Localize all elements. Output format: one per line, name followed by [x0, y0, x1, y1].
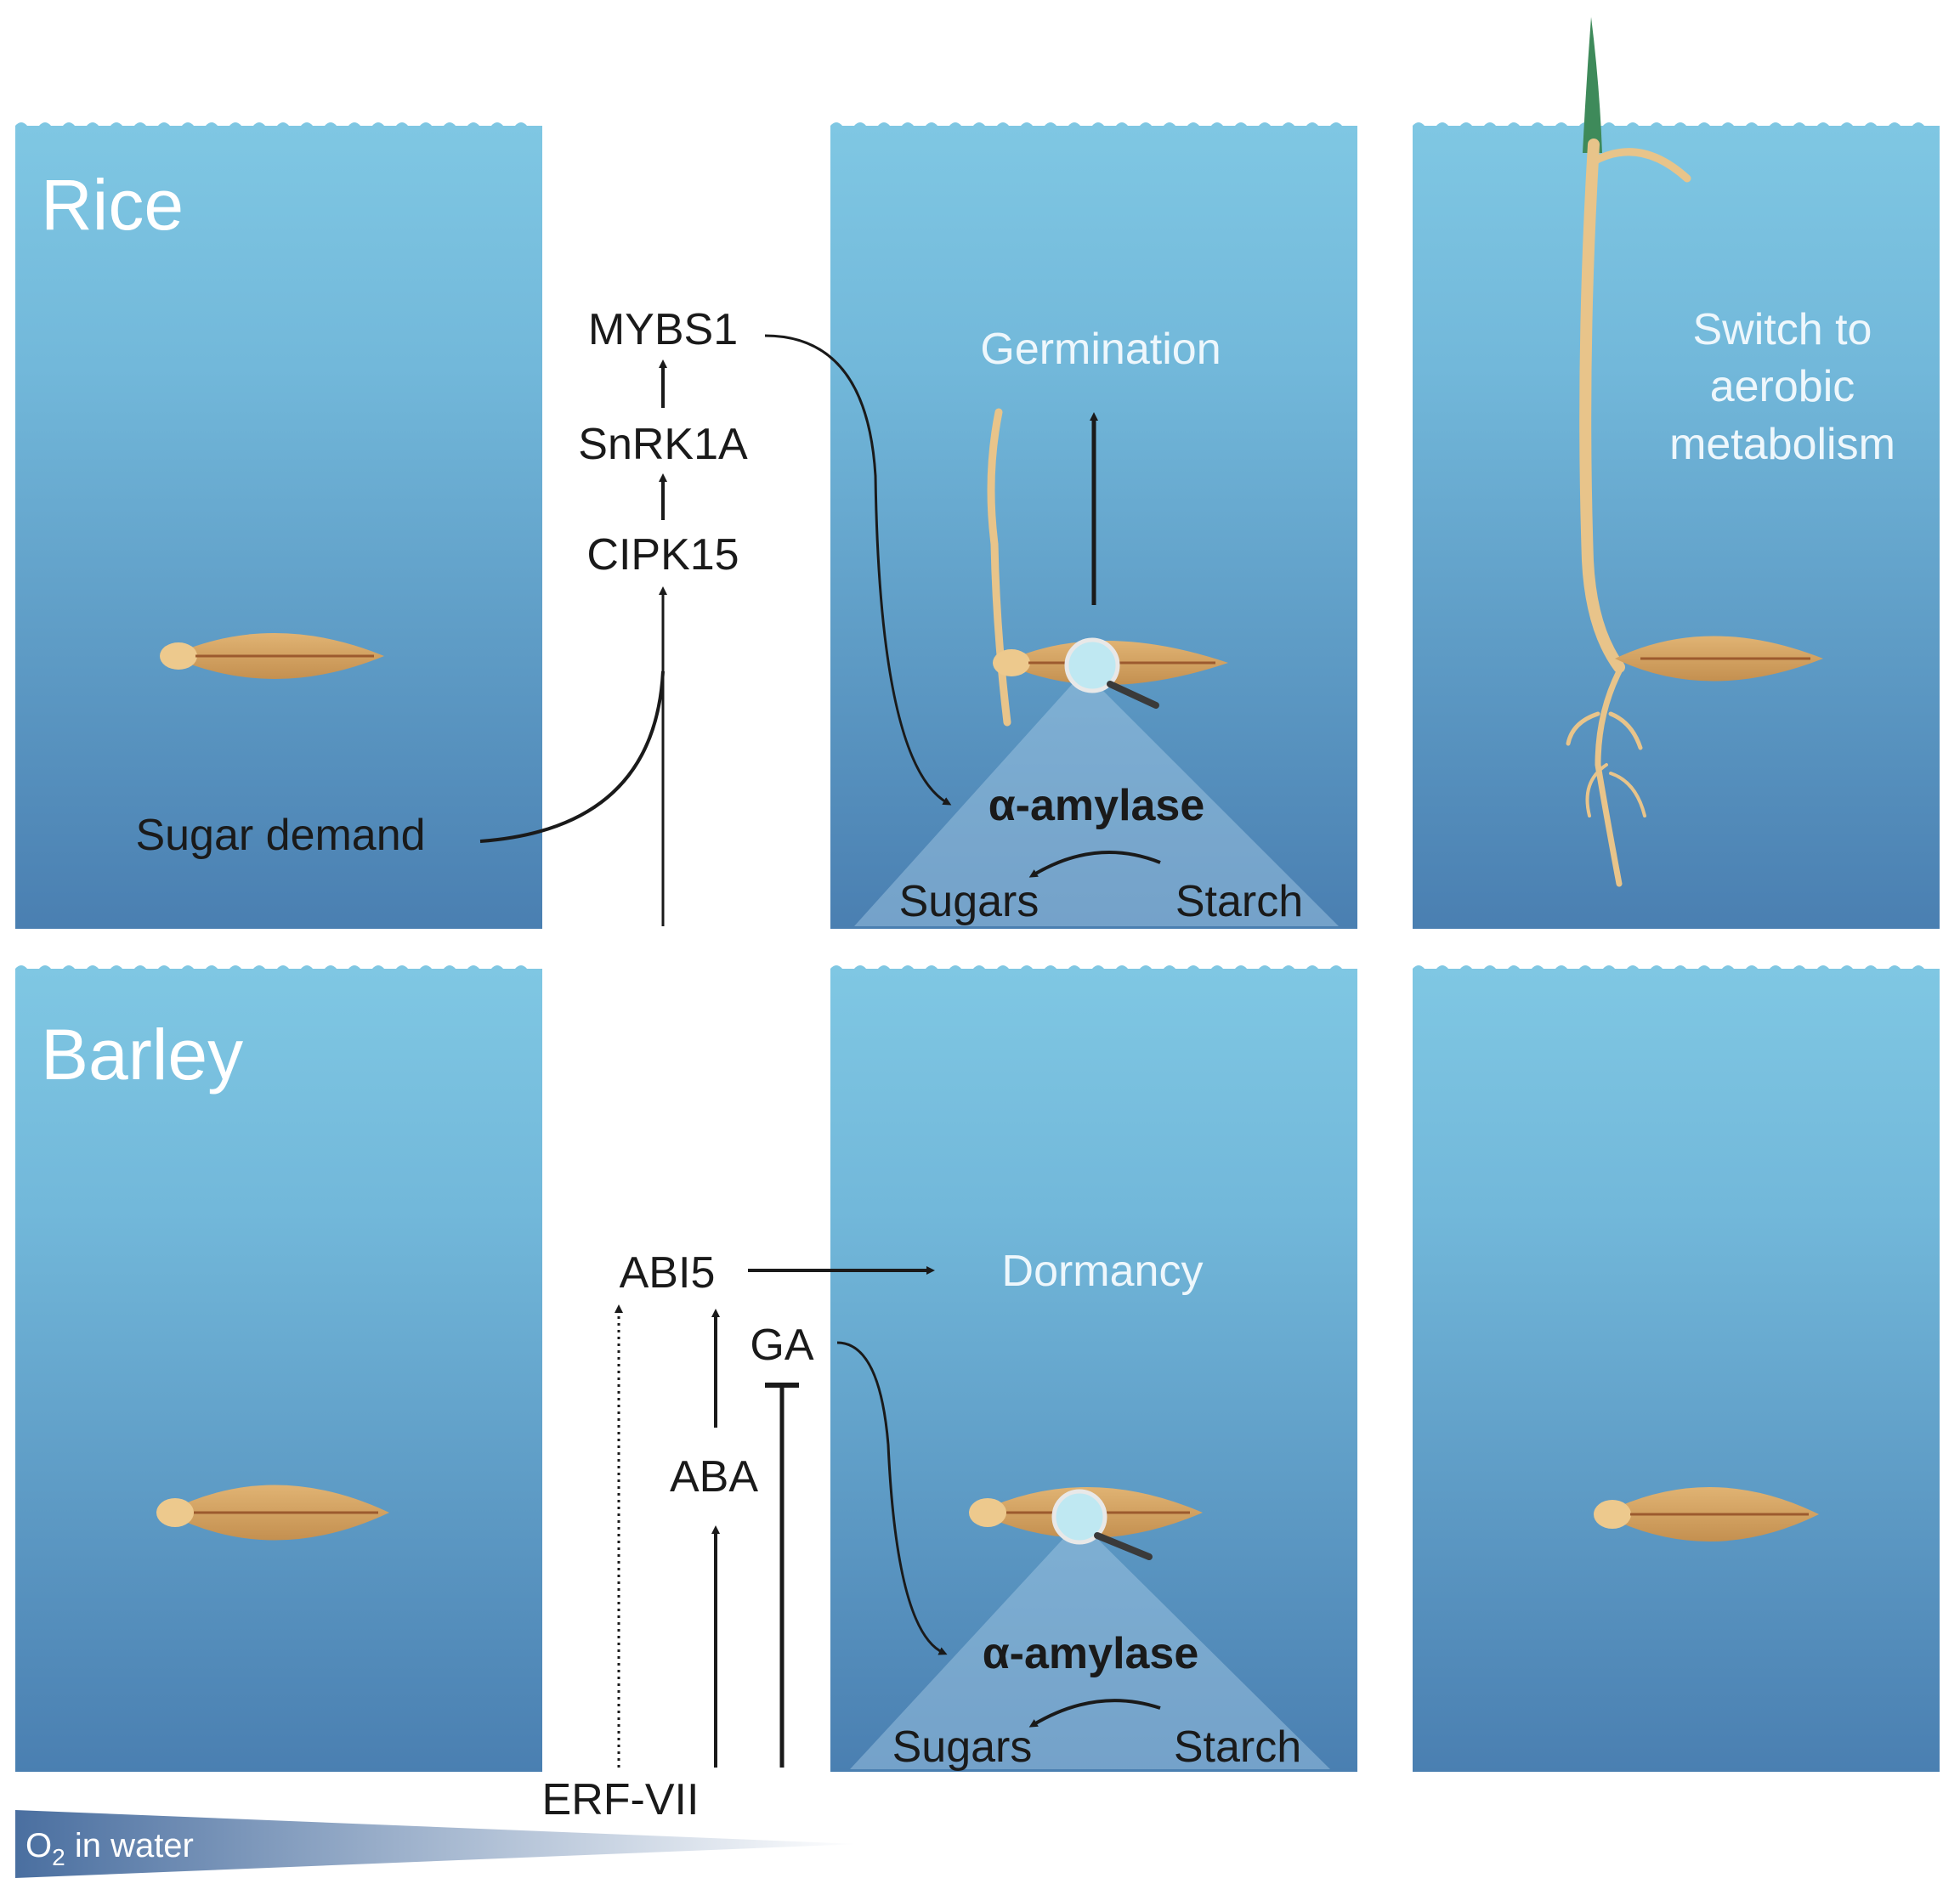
label-abi5: ABI5: [620, 1248, 716, 1298]
magnifier-cone-rice: [854, 671, 1339, 926]
magnifier-icon: [1064, 637, 1159, 709]
label-alpha-amylase-barley: α-amylase: [983, 1629, 1199, 1678]
label-aba: ABA: [670, 1452, 758, 1502]
seed-rice-1: [160, 633, 384, 679]
label-starch-rice: Starch: [1175, 877, 1303, 926]
arrow-mybs1-amylase: [764, 334, 952, 806]
label-ga: GA: [750, 1321, 813, 1370]
magnifier-cone-barley: [850, 1521, 1330, 1769]
seed-barley-1: [156, 1485, 389, 1541]
o2-label: O2 in water: [25, 1827, 194, 1870]
row-label-barley: Barley: [41, 1015, 243, 1095]
label-switch-2: aerobic: [1710, 362, 1855, 411]
label-dormancy: Dormancy: [1002, 1247, 1204, 1296]
panel-rice-3: [1413, 122, 1940, 929]
label-snrk1a: SnRK1A: [578, 420, 748, 469]
seed-barley-3: [1594, 1487, 1819, 1541]
panel-rice-1: [15, 122, 542, 929]
inhibition-erf-ga: [765, 1383, 799, 1768]
label-sugars-rice: Sugars: [899, 877, 1039, 926]
label-germination: Germination: [980, 325, 1221, 374]
label-cipk15: CIPK15: [586, 530, 739, 580]
seedling-rice-3: [1566, 17, 1823, 887]
label-starch-barley: Starch: [1174, 1722, 1301, 1772]
panel-barley-3: [1413, 965, 1940, 1772]
arrow-starch-sugars-rice: [1028, 851, 1161, 878]
label-erf-vii: ERF-VII: [542, 1775, 700, 1824]
arrow-sugar-demand-cipk15: [479, 670, 665, 843]
label-switch-1: Switch to: [1693, 305, 1872, 354]
label-alpha-amylase-rice: α-amylase: [988, 781, 1205, 830]
label-mybs1: MYBS1: [588, 305, 738, 354]
o2-gradient: O2 in water: [15, 1810, 858, 1878]
label-switch-3: metabolism: [1669, 420, 1895, 469]
arrow-starch-sugars-barley: [1028, 1699, 1161, 1728]
arrow-ga-amylase: [836, 1341, 948, 1655]
panel-barley-2: [830, 965, 1357, 1772]
label-sugar-demand: Sugar demand: [135, 811, 425, 860]
label-sugars-barley: Sugars: [892, 1722, 1033, 1772]
panel-barley-1: [15, 965, 542, 1772]
row-label-rice: Rice: [41, 165, 184, 245]
wave-top: [15, 122, 539, 129]
magnifier-icon-barley: [1051, 1489, 1153, 1560]
